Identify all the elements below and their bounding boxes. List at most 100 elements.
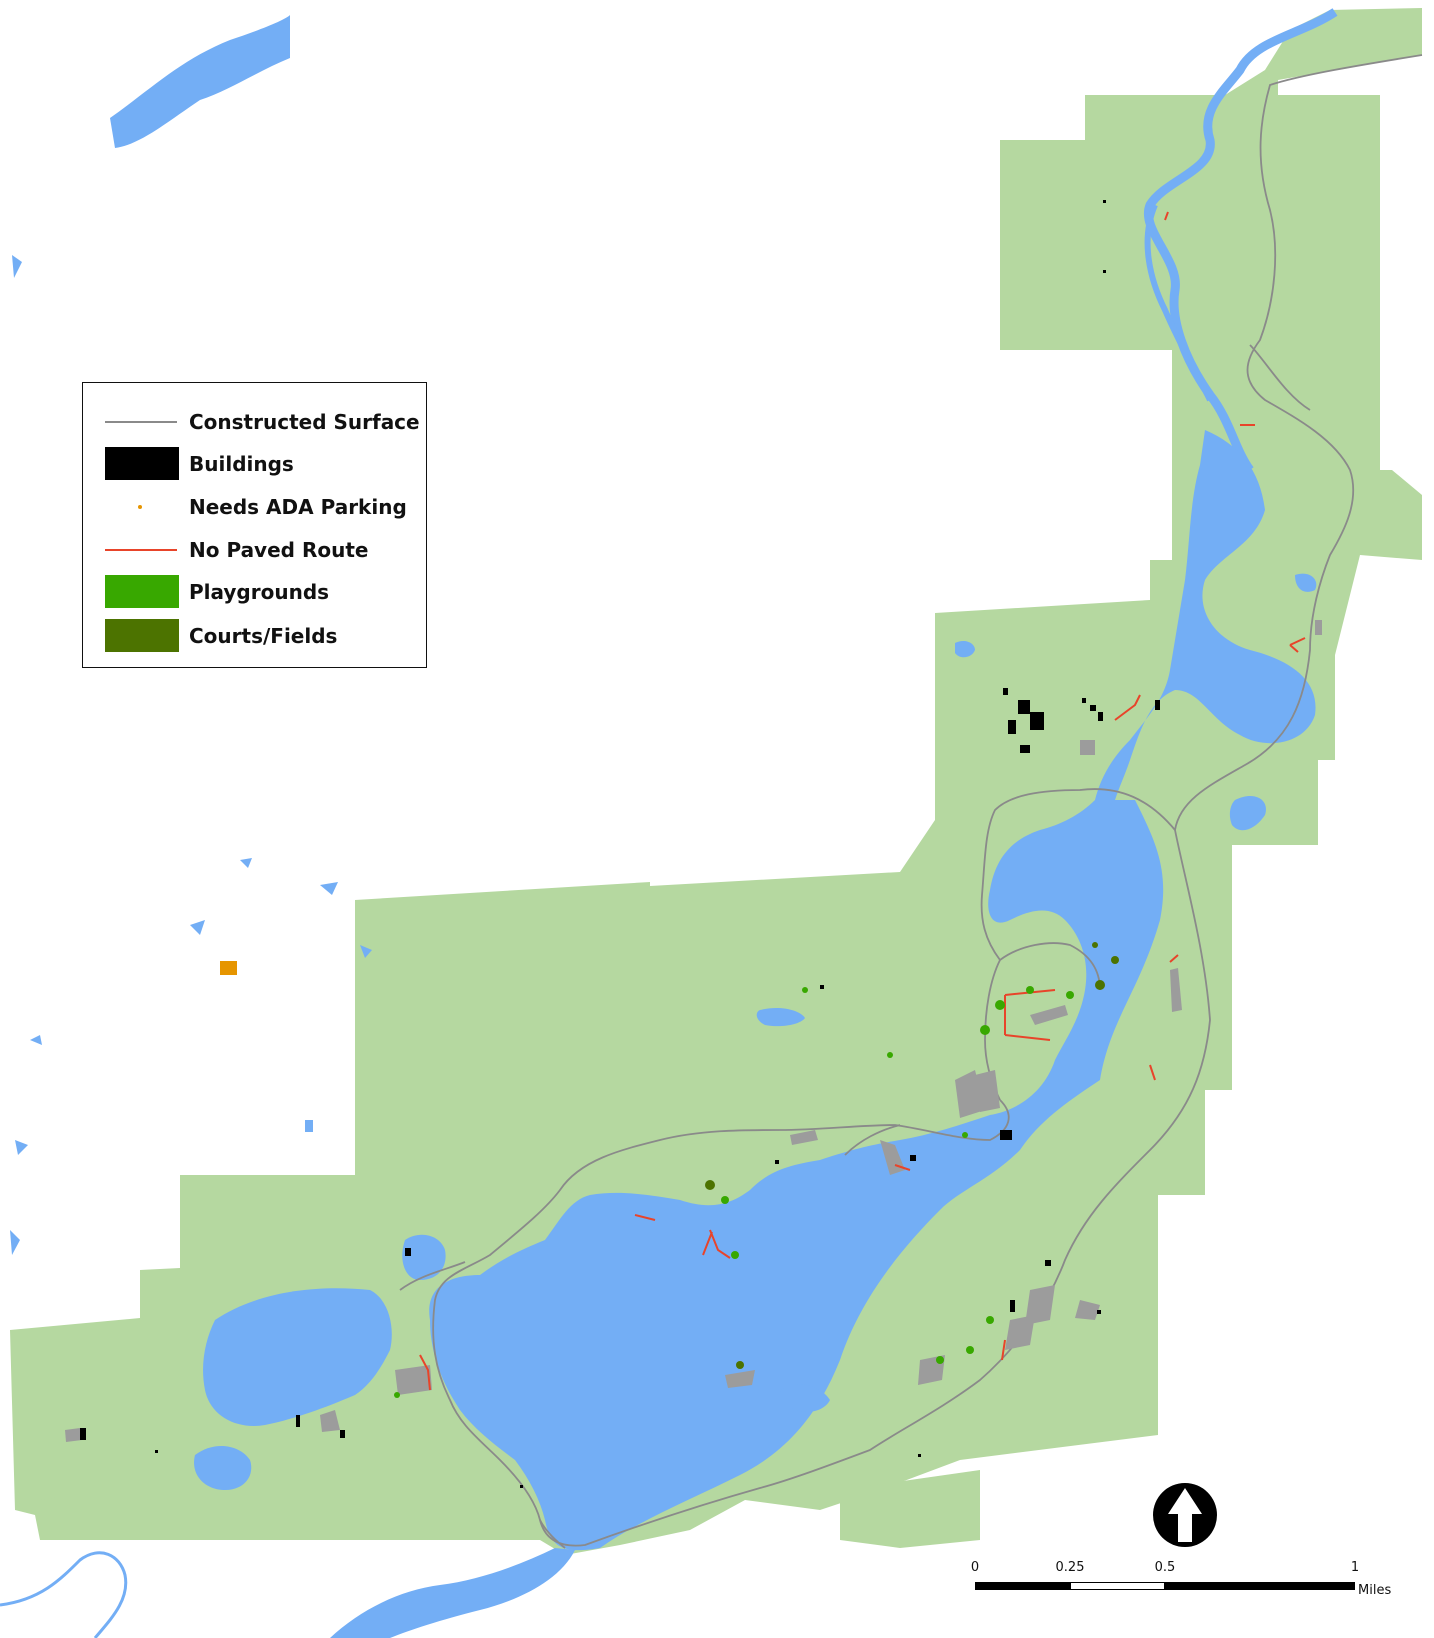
parking-lot bbox=[1075, 1300, 1100, 1320]
legend-label: Courts/Fields bbox=[189, 624, 338, 648]
pond-east-2 bbox=[1295, 573, 1317, 592]
legend-item-needs-ada-parking: Needs ADA Parking bbox=[83, 489, 426, 525]
road bbox=[844, 1124, 901, 1156]
river-channel-west bbox=[1144, 203, 1213, 402]
pond-southwest bbox=[194, 1445, 252, 1490]
small-water-5 bbox=[320, 882, 338, 895]
constructed-surfaces bbox=[399, 54, 1423, 1549]
building bbox=[155, 1450, 158, 1453]
building bbox=[820, 985, 824, 989]
lake-south-inlet bbox=[780, 1384, 830, 1412]
map-legend: Constructed Surface Buildings Needs ADA … bbox=[82, 382, 427, 668]
no-paved-route bbox=[1001, 1339, 1006, 1361]
playground bbox=[986, 1316, 994, 1324]
parking-lot bbox=[320, 1410, 340, 1432]
building bbox=[1103, 270, 1106, 273]
building bbox=[910, 1155, 916, 1161]
lake-west-bay bbox=[203, 1288, 392, 1426]
legend-item-courts-fields: Courts/Fields bbox=[83, 618, 426, 654]
road bbox=[1174, 54, 1423, 831]
no-paved-route bbox=[1114, 694, 1141, 721]
playground bbox=[962, 1132, 968, 1138]
legend-item-playgrounds: Playgrounds bbox=[83, 574, 426, 610]
park-land bbox=[10, 8, 1422, 1555]
court-field bbox=[705, 1180, 715, 1190]
legend-label: Buildings bbox=[189, 452, 294, 476]
park-area bbox=[40, 1497, 540, 1525]
building bbox=[775, 1160, 779, 1164]
playground bbox=[966, 1346, 974, 1354]
playground bbox=[1026, 986, 1034, 994]
scale-tick-label: 0.25 bbox=[1055, 1560, 1085, 1575]
building bbox=[918, 1454, 921, 1457]
legend-label: No Paved Route bbox=[189, 538, 369, 562]
building bbox=[340, 1430, 345, 1438]
playgrounds-swatch bbox=[105, 575, 179, 608]
small-water-4 bbox=[190, 920, 205, 935]
water-bodies bbox=[0, 8, 1338, 1638]
building bbox=[1000, 1130, 1012, 1140]
playground bbox=[1066, 991, 1074, 999]
pond-central bbox=[756, 1007, 805, 1027]
scale-units-label: Miles bbox=[1358, 1583, 1392, 1598]
parking-lot bbox=[1170, 968, 1182, 1012]
building bbox=[1003, 688, 1008, 695]
building bbox=[80, 1428, 86, 1440]
scale-segment bbox=[975, 1582, 1070, 1590]
parking-lot bbox=[725, 1370, 755, 1388]
building bbox=[296, 1415, 300, 1427]
scale-tick-label: 0.5 bbox=[1154, 1560, 1176, 1575]
building bbox=[1155, 700, 1160, 710]
playground bbox=[980, 1025, 990, 1035]
playground bbox=[721, 1196, 729, 1204]
park-area bbox=[840, 1470, 980, 1548]
building bbox=[1018, 700, 1030, 714]
road bbox=[1249, 344, 1311, 411]
scale-tick-label: 0 bbox=[970, 1560, 980, 1575]
road bbox=[984, 942, 1101, 1101]
playground bbox=[936, 1356, 944, 1364]
parking-lot bbox=[1080, 740, 1095, 755]
building bbox=[520, 1485, 523, 1488]
small-water-7 bbox=[10, 1230, 20, 1255]
building bbox=[1030, 712, 1044, 730]
small-water-9 bbox=[360, 945, 372, 958]
no-paved-route bbox=[702, 1229, 731, 1259]
small-water-2 bbox=[30, 1035, 42, 1045]
building bbox=[1045, 1260, 1051, 1266]
lake-northwest bbox=[110, 15, 290, 148]
courts-fields-swatch bbox=[105, 619, 179, 652]
building bbox=[1103, 200, 1106, 203]
parking-lot bbox=[65, 1428, 82, 1442]
playground bbox=[731, 1251, 739, 1259]
court-field bbox=[1111, 956, 1119, 964]
building bbox=[1098, 712, 1103, 721]
parking-lot bbox=[790, 1130, 818, 1145]
buildings-swatch bbox=[105, 447, 179, 480]
buildings bbox=[80, 200, 1160, 1488]
parking-lot bbox=[395, 1365, 432, 1395]
playground bbox=[887, 1052, 893, 1058]
parking-lot bbox=[1315, 620, 1322, 635]
legend-item-no-paved-route: No Paved Route bbox=[83, 532, 426, 568]
scale-segment bbox=[1165, 1582, 1355, 1590]
small-water-6 bbox=[15, 1140, 28, 1155]
scale-tick-label: 1 bbox=[1350, 1560, 1360, 1575]
stream-southwest bbox=[0, 1551, 128, 1638]
playground bbox=[394, 1392, 400, 1398]
river-south bbox=[330, 1548, 575, 1638]
ada-parking-needs bbox=[220, 961, 237, 975]
parking-lots bbox=[65, 620, 1322, 1442]
parking-lot bbox=[1005, 1315, 1035, 1350]
parking-lot bbox=[1030, 1005, 1068, 1025]
playground bbox=[995, 1000, 1005, 1010]
legend-item-buildings: Buildings bbox=[83, 446, 426, 482]
parking-lot bbox=[975, 1070, 1000, 1112]
building bbox=[1008, 720, 1016, 734]
no-paved-route bbox=[1169, 954, 1179, 963]
small-water-8 bbox=[240, 858, 252, 868]
no-paved-route bbox=[1149, 1064, 1156, 1081]
building bbox=[1020, 745, 1030, 753]
no-paved-routes bbox=[419, 211, 1306, 1391]
